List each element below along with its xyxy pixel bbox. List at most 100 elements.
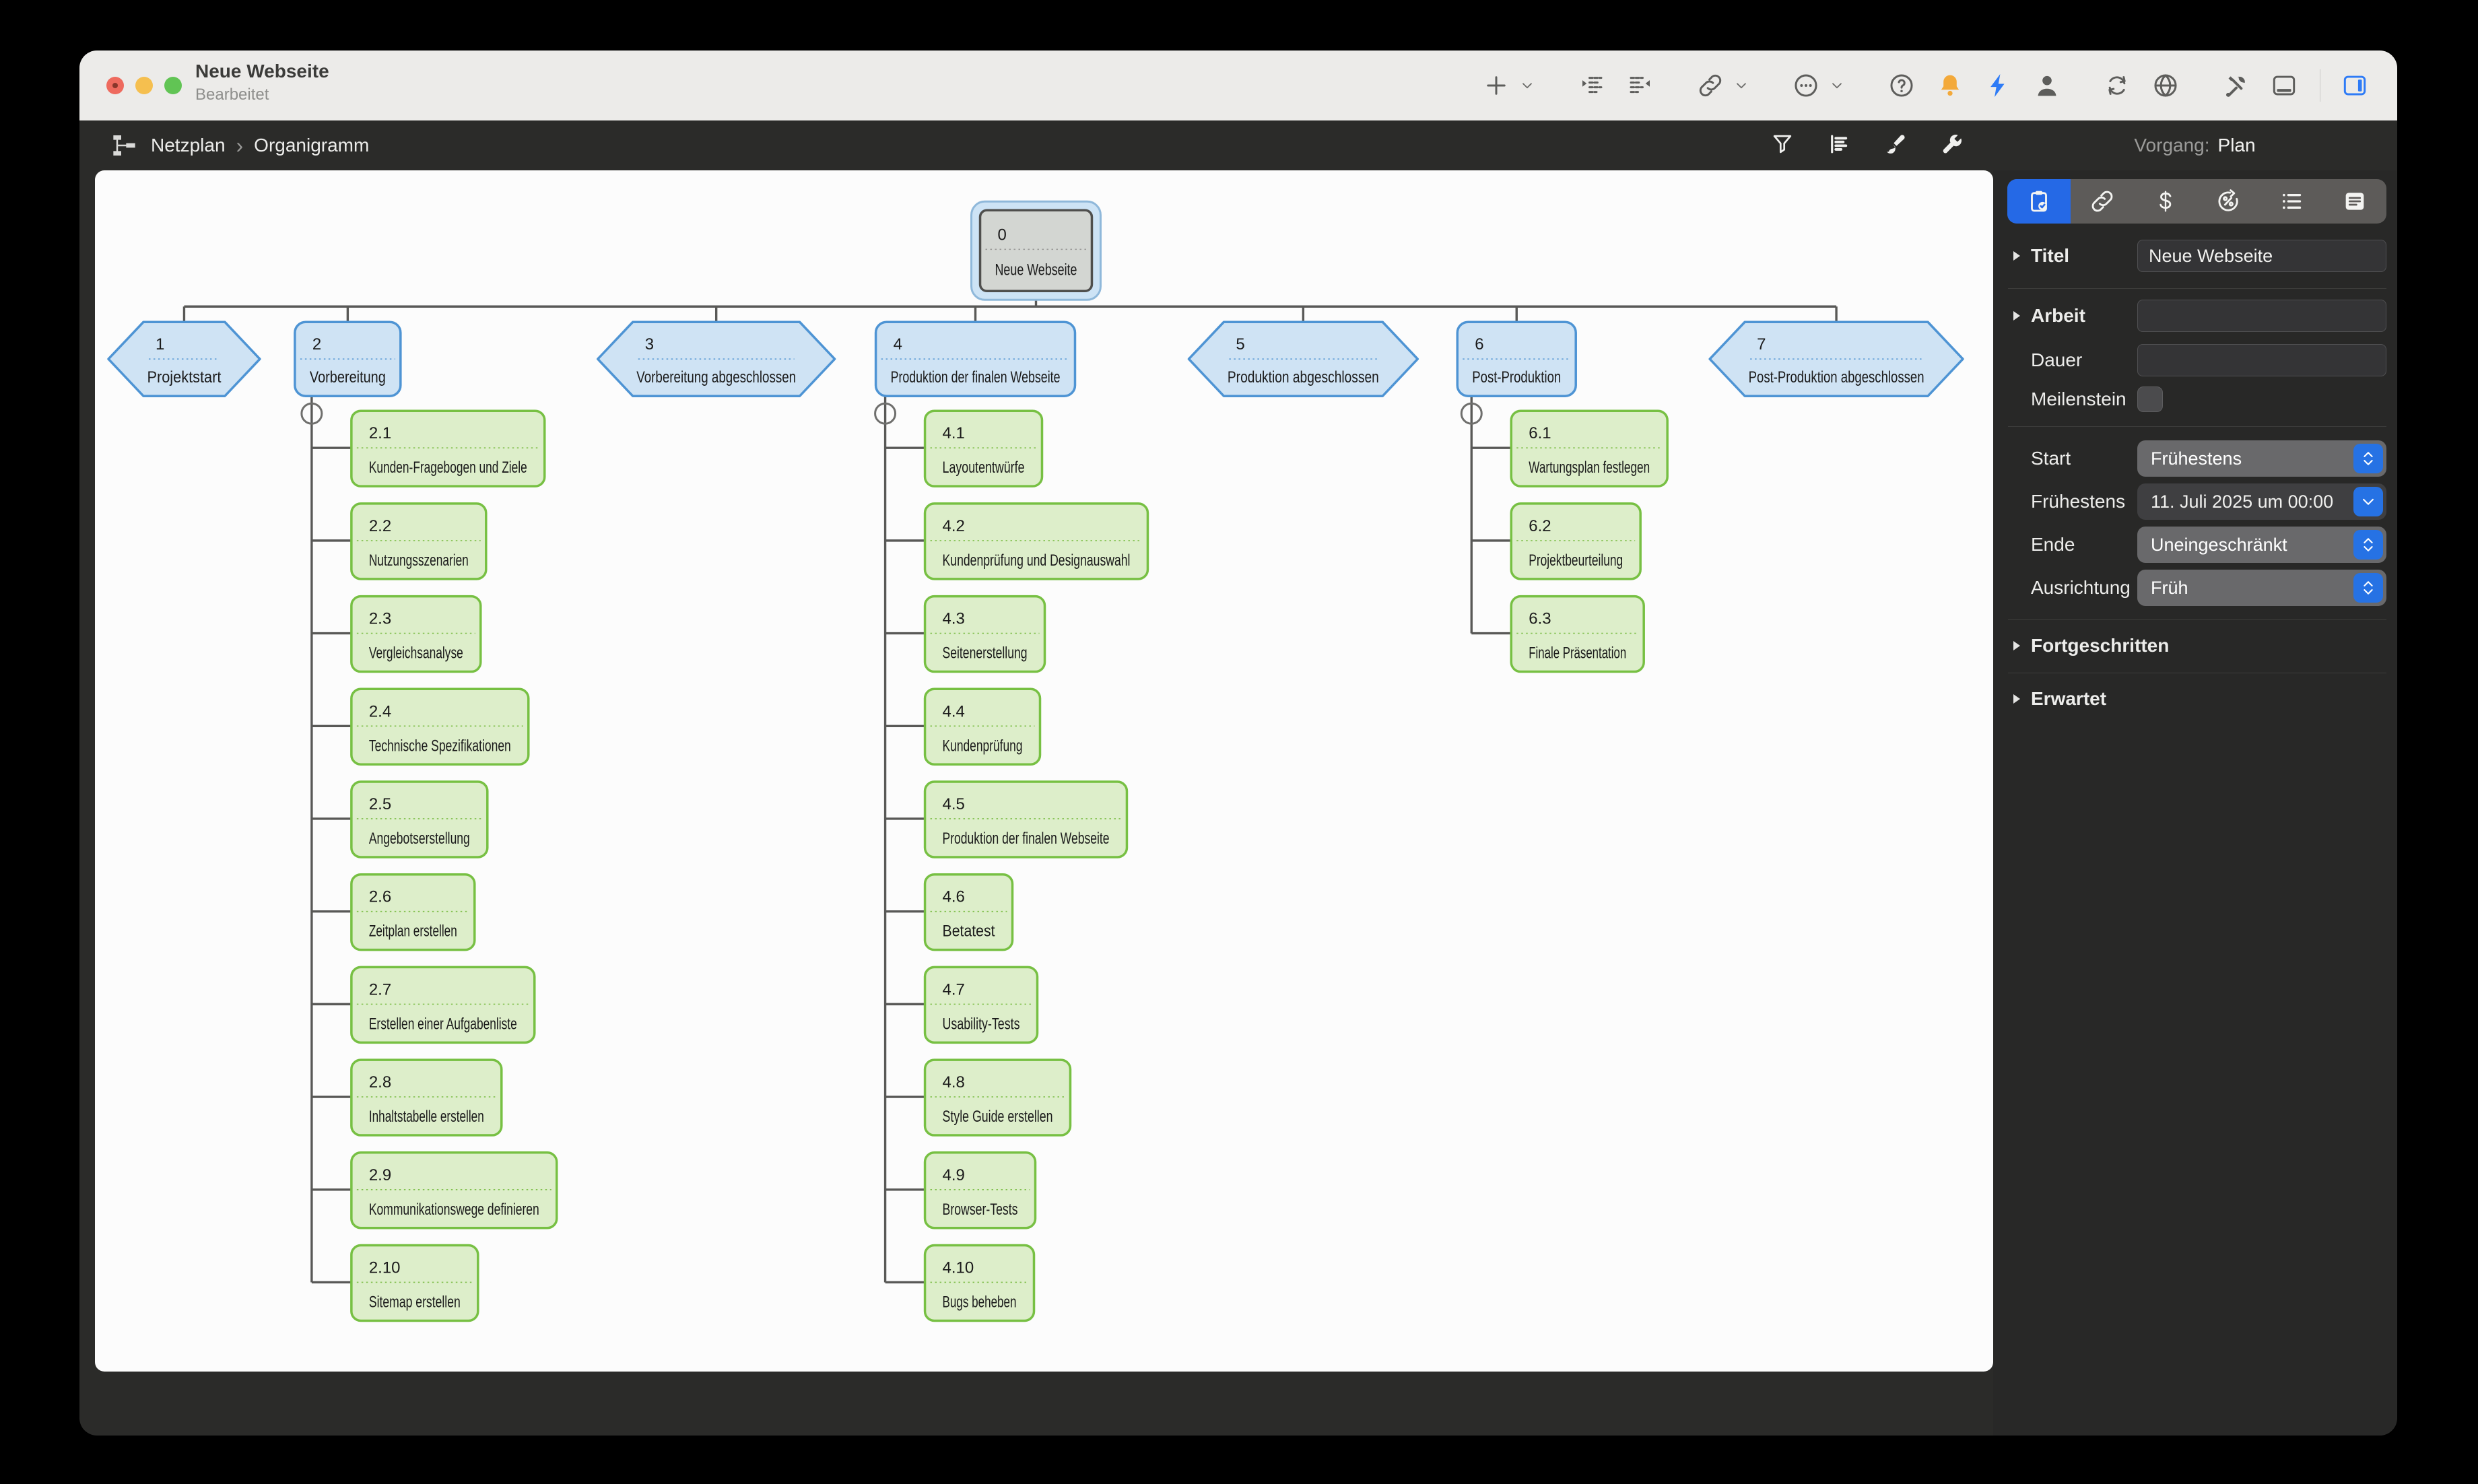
chevron-down-icon[interactable] — [1733, 77, 1750, 94]
fruehestens-date-field[interactable]: 11. Juli 2025 um 00:00 — [2137, 483, 2386, 520]
chevron-down-icon[interactable] — [2353, 487, 2383, 516]
collapse-indicator[interactable] — [300, 402, 323, 425]
breadcrumb-organigramm[interactable]: Organigramm — [254, 135, 370, 156]
tools-icon[interactable] — [2221, 71, 2250, 100]
automation-bolt-icon[interactable] — [1984, 71, 2013, 100]
indent-icon[interactable] — [1578, 71, 1606, 100]
inspector-tab-plan[interactable] — [2007, 179, 2071, 224]
field-row-arbeit: Arbeit — [1993, 300, 2397, 332]
chevron-down-icon[interactable] — [1518, 77, 1536, 94]
disclosure-triangle-icon[interactable] — [2008, 308, 2024, 324]
inspector-tab-progress[interactable] — [2197, 179, 2260, 224]
start-popup[interactable]: Frühestens — [2137, 440, 2386, 477]
help-icon[interactable] — [1887, 71, 1916, 100]
sync-icon[interactable] — [2103, 71, 2131, 100]
section-erwartet[interactable]: Erwartet — [1993, 687, 2397, 711]
section-fortgeschritten[interactable]: Fortgeschritten — [1993, 634, 2397, 658]
filter-icon[interactable] — [1770, 131, 1795, 160]
zoom-button[interactable] — [164, 77, 182, 94]
inspector-tab-notes[interactable] — [2323, 179, 2386, 224]
traffic-lights — [106, 77, 182, 94]
arbeit-label[interactable]: Arbeit — [2008, 305, 2137, 327]
inspector-tabs — [2007, 179, 2386, 224]
divider — [2008, 426, 2386, 427]
outdent-icon[interactable] — [1626, 71, 1654, 100]
arbeit-input[interactable] — [2137, 300, 2386, 332]
collapse-indicator[interactable] — [874, 402, 897, 425]
divider — [2008, 619, 2386, 620]
inspector-tab-cost[interactable] — [2134, 179, 2197, 224]
field-row-titel: Titel — [1993, 240, 2397, 272]
svg-text:2.8: 2.8 — [369, 1073, 391, 1091]
globe-icon[interactable] — [2151, 71, 2180, 100]
svg-text:Vorbereitung abgeschlossen: Vorbereitung abgeschlossen — [636, 368, 796, 386]
ausrichtung-popup[interactable]: Früh — [2137, 570, 2386, 606]
link-icon[interactable] — [1696, 71, 1724, 100]
svg-text:4.9: 4.9 — [943, 1166, 965, 1184]
outline-list-icon[interactable] — [1826, 131, 1852, 160]
context-label: Vorgang: — [2134, 135, 2210, 156]
close-button[interactable] — [106, 77, 124, 94]
chevrons-up-down-icon — [2353, 530, 2383, 560]
user-icon[interactable] — [2033, 71, 2061, 100]
inspector-tab-links[interactable] — [2071, 179, 2134, 224]
more-circle-icon[interactable] — [1792, 71, 1820, 100]
format-brush-icon[interactable] — [1883, 131, 1908, 160]
chevron-down-icon[interactable] — [1828, 77, 1846, 94]
svg-text:2.6: 2.6 — [369, 888, 391, 906]
titel-label[interactable]: Titel — [2008, 245, 2137, 267]
panel-bottom-icon[interactable] — [2270, 71, 2298, 100]
inspector-tab-outline[interactable] — [2260, 179, 2323, 224]
dauer-input[interactable] — [2137, 344, 2386, 376]
collapse-indicator[interactable] — [1460, 402, 1483, 425]
notifications-icon[interactable] — [1936, 71, 1964, 100]
breadcrumb-netzplan[interactable]: Netzplan — [151, 135, 226, 156]
panel-right-icon[interactable] — [2341, 71, 2369, 100]
context-indicator: Vorgang: Plan — [1993, 121, 2397, 170]
disclosure-triangle-icon[interactable] — [2008, 638, 2024, 654]
ende-popup[interactable]: Uneingeschränkt — [2137, 527, 2386, 563]
disclosure-triangle-icon[interactable] — [2008, 248, 2024, 264]
org-chart-icon — [110, 132, 137, 159]
add-icon[interactable] — [1482, 71, 1510, 100]
meilenstein-checkbox[interactable] — [2137, 386, 2163, 412]
disclosure-triangle-icon[interactable] — [2008, 691, 2024, 707]
titel-input[interactable] — [2137, 240, 2386, 272]
breadcrumb[interactable]: Netzplan › Organigramm — [79, 121, 2397, 170]
minimize-button[interactable] — [135, 77, 153, 94]
svg-text:Angebotserstellung: Angebotserstellung — [369, 830, 470, 848]
settings-wrench-icon[interactable] — [1939, 131, 1965, 160]
